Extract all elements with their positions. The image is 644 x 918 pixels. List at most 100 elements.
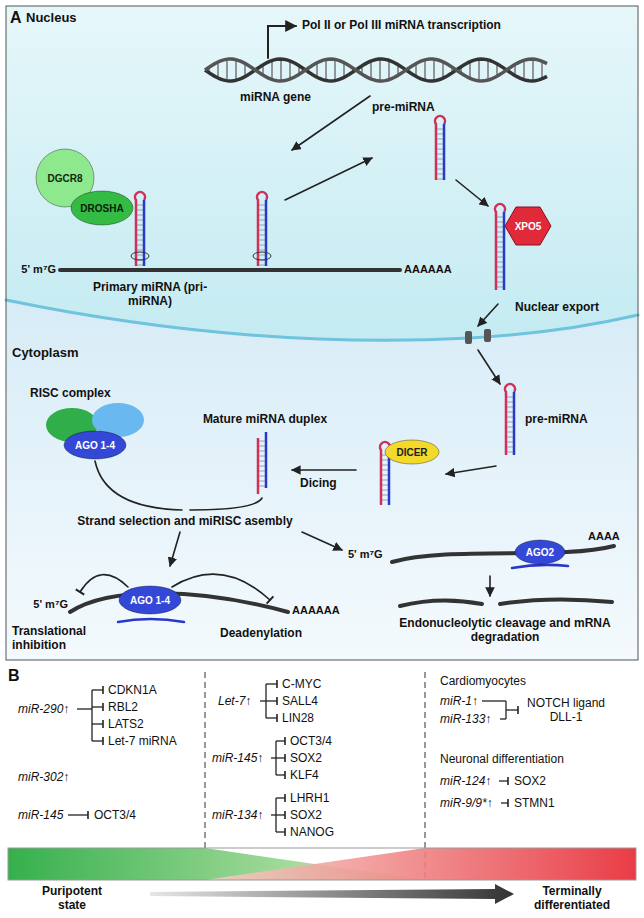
mrna-fragment xyxy=(500,599,612,604)
bracket-line xyxy=(68,814,88,815)
protein-label: DICER xyxy=(396,447,427,458)
bracket-line xyxy=(276,774,285,775)
cap-label: 5' m⁷G xyxy=(348,548,383,561)
drosha-protein: DROSHA xyxy=(70,190,134,226)
target-gene: SOX2 xyxy=(290,808,322,822)
mirna-strand xyxy=(495,204,505,290)
cap-label: 5' m⁷G xyxy=(33,598,68,611)
ellipse-outline xyxy=(64,431,126,459)
inhibition-bar xyxy=(284,828,286,836)
helix-rung xyxy=(442,63,444,78)
inhibition-bracket xyxy=(271,794,285,836)
inhibition-bar xyxy=(87,811,89,819)
target-gene: LATS2 xyxy=(108,717,144,731)
nuclear-membrane xyxy=(6,300,638,340)
helix-rung xyxy=(532,60,534,80)
process-label: Endonucleolytic cleavage and mRNA degrad… xyxy=(385,616,625,645)
inhibition-bracket xyxy=(77,686,103,745)
target-gene: SOX2 xyxy=(290,751,322,765)
protein-label: DROSHA xyxy=(80,203,123,214)
helix-rung xyxy=(217,63,219,78)
cleavage-ring xyxy=(253,252,271,260)
inhibition-bar xyxy=(284,737,286,745)
region-name: Cytoplasm xyxy=(12,345,78,361)
bracket-line xyxy=(276,757,285,758)
protein-label: AGO2 xyxy=(526,547,554,558)
bracket-line xyxy=(92,689,103,690)
inhibition-bar xyxy=(284,794,286,802)
bracket-line xyxy=(260,700,266,701)
helix-rung xyxy=(289,62,291,79)
bracket-line xyxy=(276,797,285,798)
inhibition-bar xyxy=(507,777,509,785)
mirna-strand xyxy=(513,392,516,455)
rna-label: Mature miRNA duplex xyxy=(203,412,327,426)
mirna-name: miR-145 xyxy=(18,808,63,822)
target-gene: OCT3/4 xyxy=(290,734,332,748)
mirna-hairpin xyxy=(495,204,505,290)
helix-rung xyxy=(388,61,390,79)
mirna-name: miR-124↑ xyxy=(440,774,491,788)
target-gene: STMN1 xyxy=(514,796,555,810)
inhibition-bar xyxy=(276,697,278,705)
helix-rung xyxy=(424,61,426,80)
protein-label: AGO 1-4 xyxy=(75,440,115,451)
panel-letter: B xyxy=(8,666,20,685)
helix-rung xyxy=(316,63,318,76)
process-label: Dicing xyxy=(300,476,337,490)
mirna-strand xyxy=(443,124,446,180)
inhibition-bar xyxy=(507,799,509,807)
process-label: Translational inhibition xyxy=(12,624,112,653)
ellipse-outline xyxy=(385,440,439,464)
inhibition-bar xyxy=(76,589,84,594)
inhibition-bar xyxy=(102,703,104,711)
merge-line xyxy=(190,498,262,510)
bracket-line xyxy=(271,814,276,815)
mirna-strand xyxy=(135,192,145,266)
rna-label: pre-miRNA xyxy=(372,100,435,114)
dna-helix xyxy=(205,59,547,81)
bracket-line xyxy=(276,740,285,741)
inhibition-bar xyxy=(284,811,286,819)
arrow xyxy=(170,532,180,566)
mirna-name: miR-1↑ xyxy=(440,694,478,708)
helix-rung xyxy=(343,63,345,76)
differentiation-band xyxy=(205,848,636,880)
inhibition-bracket xyxy=(68,811,88,819)
cell-type: Cardiomyocytes xyxy=(440,674,526,688)
polya-label: AAAAAA xyxy=(292,604,340,617)
polya-label: AAAAAA xyxy=(404,263,452,276)
mrna xyxy=(392,546,614,562)
arrow xyxy=(478,350,500,384)
bracket-line xyxy=(91,690,92,741)
merge-line xyxy=(95,461,182,510)
mirna-name: miR-145↑ xyxy=(212,751,263,765)
arrow xyxy=(489,576,491,596)
mirna-name: miR-134↑ xyxy=(212,808,263,822)
bracket-line xyxy=(92,706,103,707)
polya-label: AAAA xyxy=(588,530,620,543)
cleavage-ring xyxy=(131,252,149,260)
arrow xyxy=(292,469,356,471)
mirna-name: miR-290↑ xyxy=(18,702,69,716)
target-gene: OCT3/4 xyxy=(94,808,136,822)
helix-rung xyxy=(487,61,489,79)
arrow xyxy=(292,96,370,150)
helix-rung xyxy=(523,61,525,79)
bracket-line xyxy=(506,709,518,710)
helix-rung xyxy=(325,60,327,79)
protein-label: AGO 1-4 xyxy=(130,595,170,606)
bracket-line xyxy=(266,700,277,701)
mirna-strand xyxy=(265,432,268,488)
inhibition-bar xyxy=(102,737,104,745)
inhibition-bracket xyxy=(271,737,285,779)
mirna-strand xyxy=(257,192,267,266)
mirna-strand xyxy=(265,200,268,266)
cytoplasm-region xyxy=(6,6,638,660)
panel-letter: A xyxy=(10,8,22,27)
mirna-name: miR-302↑ xyxy=(18,770,69,784)
ellipse-outline xyxy=(71,191,133,225)
transcription-arrow xyxy=(268,26,296,58)
dicer-protein: DICER xyxy=(384,439,440,465)
mirna-strand xyxy=(503,212,506,290)
